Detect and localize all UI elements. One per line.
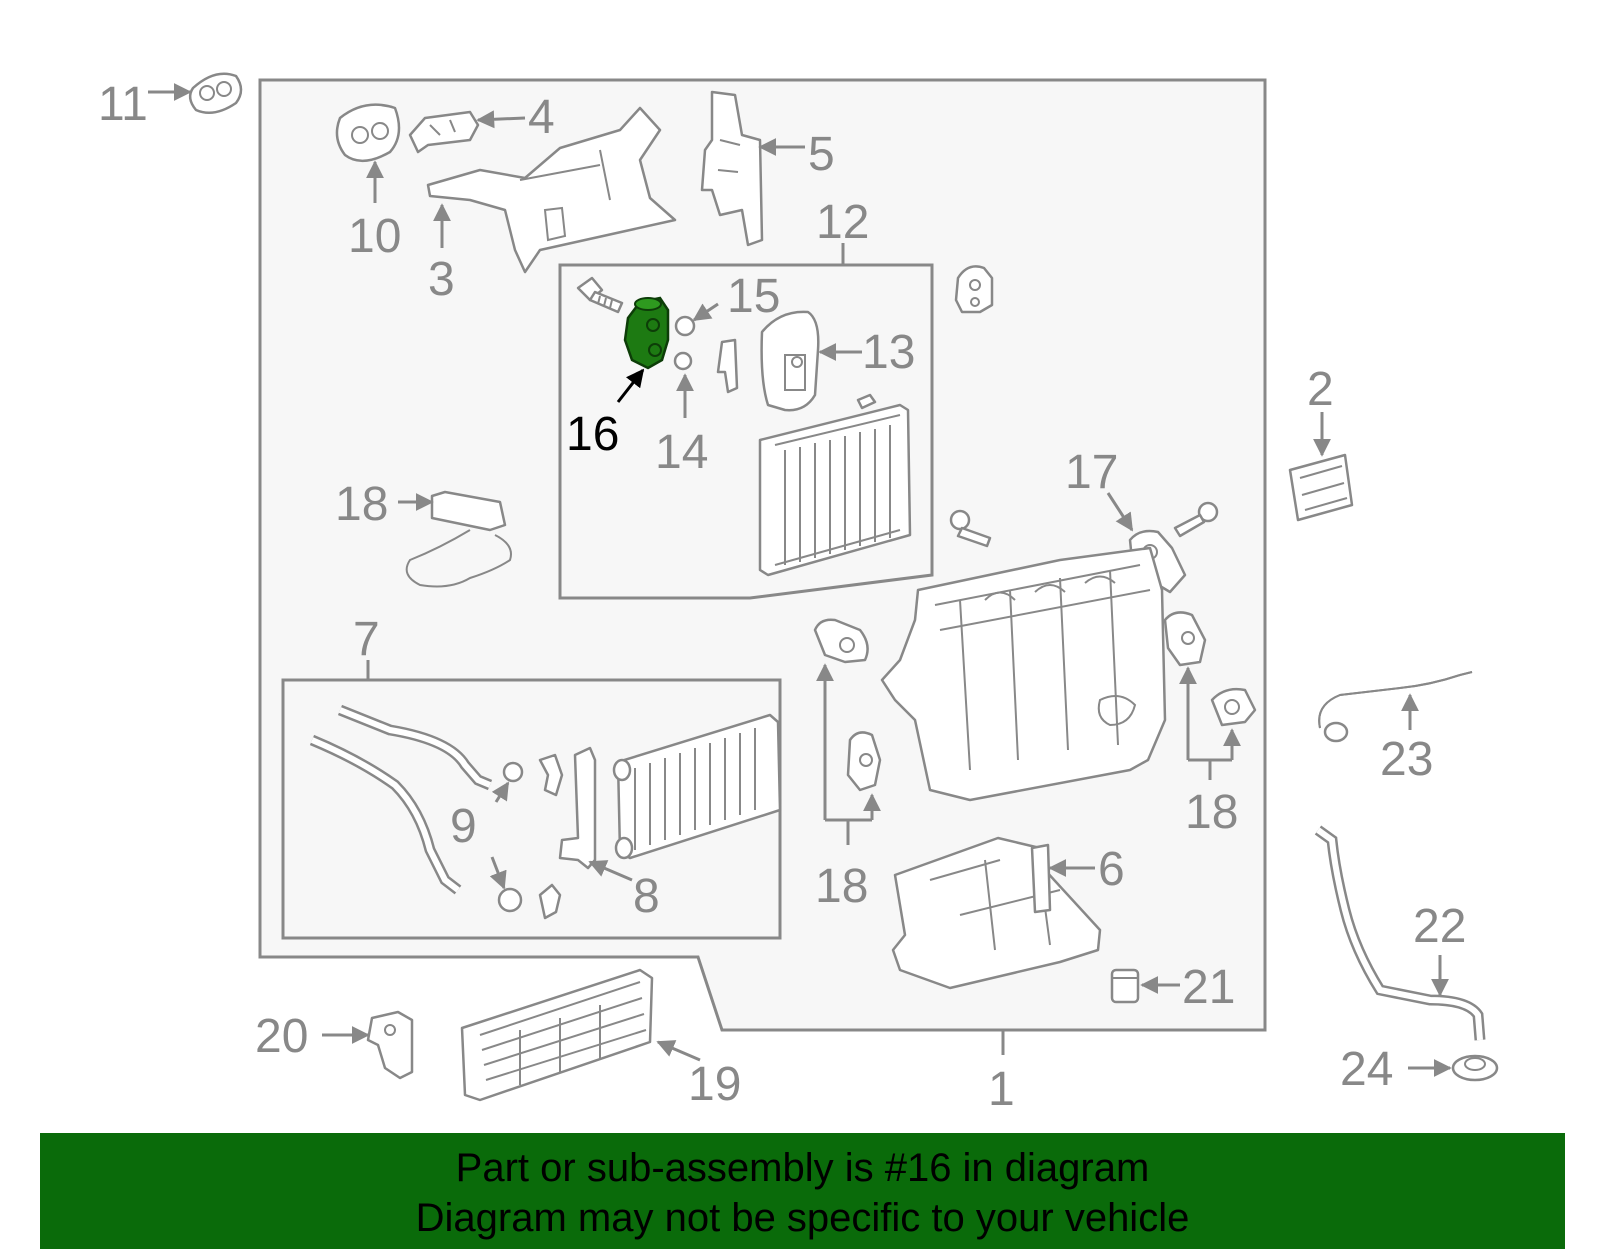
callout-17: 17 [1065, 446, 1118, 499]
part-22-clip [1110, 968, 1140, 1004]
case-bolt-right [1173, 501, 1219, 538]
part-2-control-module [1288, 453, 1354, 522]
temp-actuator-upper [1163, 611, 1207, 667]
part-8-bracket [558, 746, 597, 870]
callout-5: 5 [808, 128, 835, 181]
part-3-duct [426, 106, 677, 274]
bracket-plate [954, 265, 994, 314]
part-14-o-ring [673, 351, 693, 371]
banner-line-1: Part or sub-assembly is #16 in diagram [455, 1146, 1150, 1190]
banner-line-2: Diagram may not be specific to your vehi… [415, 1196, 1190, 1240]
leader-lines [148, 83, 1452, 1077]
callout-16-highlighted: 16 [566, 408, 619, 461]
part-13-cover [760, 310, 820, 412]
part-23-drain-hose [1314, 825, 1486, 1041]
part-9-o-ring-lower [497, 887, 523, 913]
evaporator-core [758, 393, 912, 577]
callout-9: 9 [450, 800, 477, 853]
part-25-grommet [1451, 1054, 1499, 1082]
case-bolt-left [949, 509, 992, 548]
callout-11: 11 [98, 78, 148, 131]
heater-pipe-lower [309, 734, 462, 895]
mode-actuator-lower [846, 731, 882, 792]
part-10-seal [335, 103, 401, 162]
mode-actuator-upper [813, 618, 869, 664]
part-16-expansion-valve [623, 296, 670, 370]
heater-clip-upper [538, 753, 564, 797]
callout-7: 7 [353, 613, 380, 666]
callout-21: 20 [255, 1010, 308, 1063]
callout-13: 13 [862, 326, 915, 379]
callout-18-right: 18 [1185, 786, 1238, 839]
evaporator-bolt [576, 276, 624, 314]
part-9-o-ring-upper [502, 761, 524, 783]
callout-10: 10 [348, 210, 401, 263]
heater-pipe-upper [337, 704, 493, 791]
callout-20: 19 [688, 1058, 741, 1111]
callout-2: 2 [1307, 363, 1334, 416]
hvac-case [880, 546, 1167, 802]
callout-6: 6 [1098, 843, 1125, 896]
part-11-grommet [188, 72, 243, 115]
callout-1: 1 [988, 1063, 1015, 1116]
callout-25: 24 [1340, 1043, 1393, 1096]
part-21-bracket [366, 1010, 414, 1080]
temp-actuator-lower [1210, 687, 1257, 727]
callout-12: 12 [816, 196, 869, 249]
callout-24: 23 [1380, 733, 1433, 786]
callout-22: 21 [1182, 961, 1235, 1014]
heater-core [612, 713, 782, 860]
heater-clip-lower [538, 883, 562, 920]
callout-4: 4 [528, 91, 555, 144]
part-19-sensor [405, 490, 512, 588]
part-24-hose [1318, 671, 1473, 743]
callout-19: 18 [335, 478, 388, 531]
callout-15: 15 [727, 270, 780, 323]
callout-3: 3 [428, 253, 455, 306]
part-20-filter [460, 968, 654, 1102]
callout-23: 22 [1413, 900, 1466, 953]
callout-labels: 11 10 3 4 5 12 15 13 14 16 2 17 18 7 9 8… [98, 78, 1466, 1116]
part-4-clip [408, 110, 480, 154]
part-info-banner: Part or sub-assembly is #16 in diagram D… [40, 1133, 1565, 1249]
callout-18-left: 18 [815, 860, 868, 913]
expansion-valve-bracket [716, 338, 739, 394]
callout-14: 14 [655, 426, 708, 479]
part-15-o-ring [674, 315, 696, 337]
part-5-duct [700, 90, 764, 247]
callout-8: 8 [633, 870, 660, 923]
